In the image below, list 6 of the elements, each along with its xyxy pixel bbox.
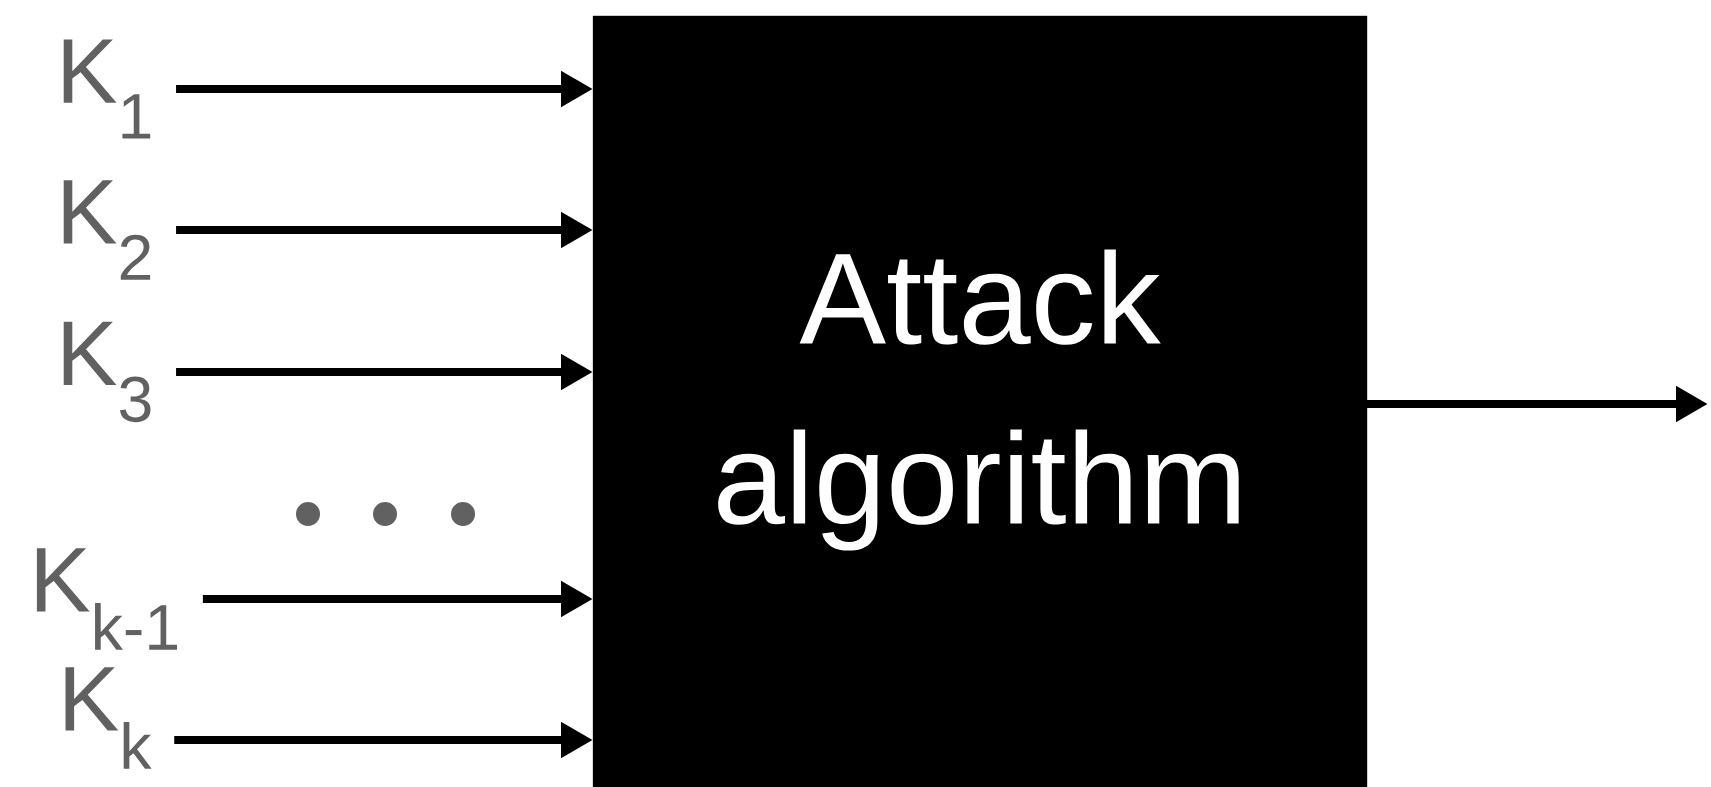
input-label: K$_{2}$ — [63, 180, 151, 280]
input-label: K$_{k}$ — [65, 667, 152, 769]
input-label: K$_{1}$ — [63, 39, 151, 139]
input-label: K$_{3}$ — [63, 321, 151, 423]
input-label: K$_{k-1}$ — [36, 548, 178, 650]
process-box: Attack algorithm — [592, 15, 1368, 787]
